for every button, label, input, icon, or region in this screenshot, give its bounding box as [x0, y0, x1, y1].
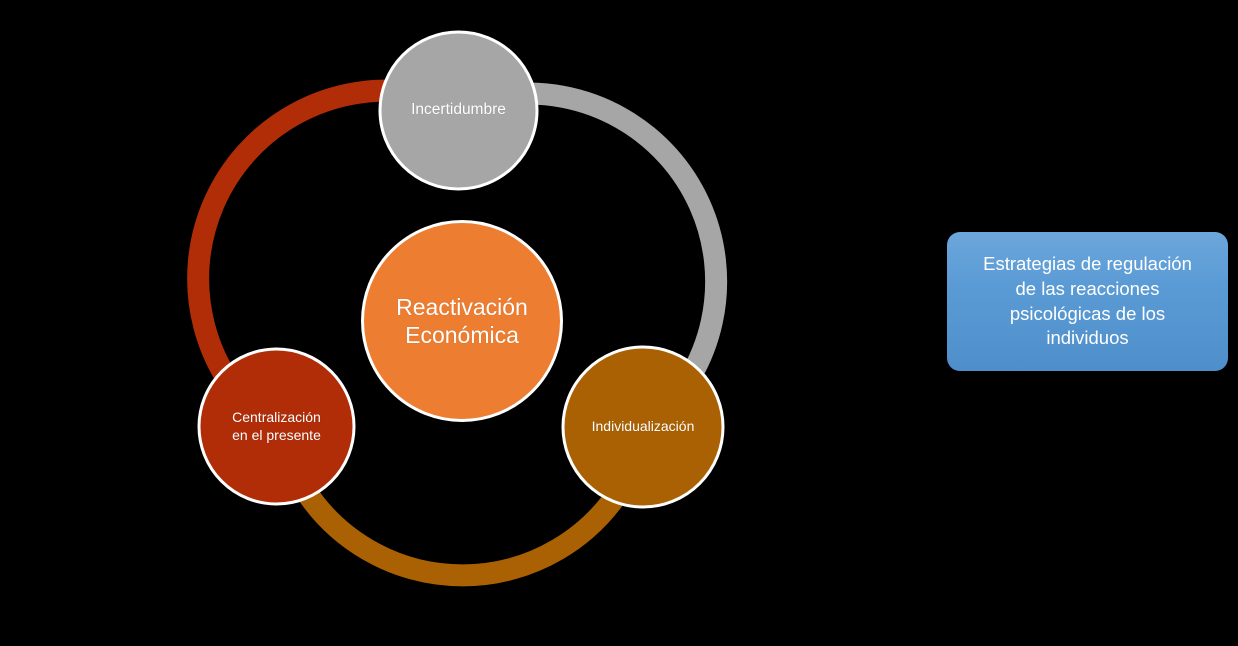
node-reactivacion-economica[interactable]: [361, 220, 563, 422]
node-group: [197, 30, 725, 509]
callout-text: Estrategias de regulación de las reaccio…: [983, 253, 1192, 349]
node-centralizacion[interactable]: [197, 347, 356, 506]
callout-box[interactable]: Estrategias de regulación de las reaccio…: [947, 232, 1228, 371]
arc-brown: [295, 483, 630, 587]
node-incertidumbre[interactable]: [378, 30, 539, 191]
node-individualizacion[interactable]: [561, 345, 725, 509]
